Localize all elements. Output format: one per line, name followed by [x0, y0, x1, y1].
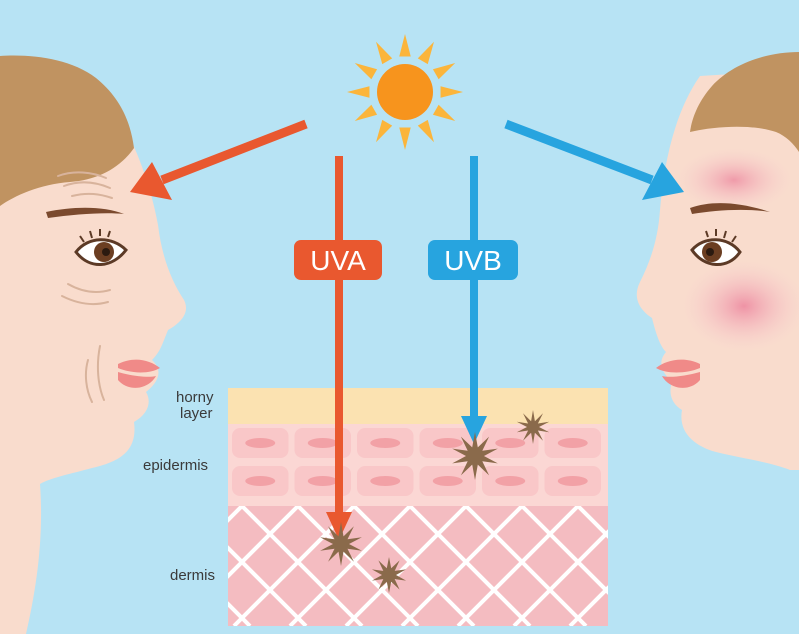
cell-nucleus [495, 476, 525, 486]
cell-nucleus [433, 438, 463, 448]
cell-nucleus [308, 476, 338, 486]
cell-nucleus [370, 438, 400, 448]
left-eye-pupil [102, 248, 110, 256]
cell-nucleus [433, 476, 463, 486]
cell-nucleus [245, 476, 275, 486]
uva-label: UVA [310, 245, 366, 276]
cell-nucleus [558, 438, 588, 448]
right-eye-pupil [706, 248, 714, 256]
horny-layer-label-line1: horny [176, 389, 214, 406]
cell-nucleus [370, 476, 400, 486]
uvb-badge: UVB [428, 240, 518, 280]
uvb-label: UVB [444, 245, 502, 276]
forehead-sunburn [676, 148, 792, 212]
horny-layer [228, 388, 608, 424]
horny-layer-label-line2: layer [180, 405, 213, 422]
cell-nucleus [245, 438, 275, 448]
epidermis-label: epidermis [143, 457, 208, 474]
cell-nucleus [558, 476, 588, 486]
dermis-label: dermis [170, 567, 215, 584]
sun-core [377, 64, 433, 120]
uva-badge: UVA [294, 240, 382, 280]
cell-nucleus [495, 438, 525, 448]
cell-nucleus [308, 438, 338, 448]
